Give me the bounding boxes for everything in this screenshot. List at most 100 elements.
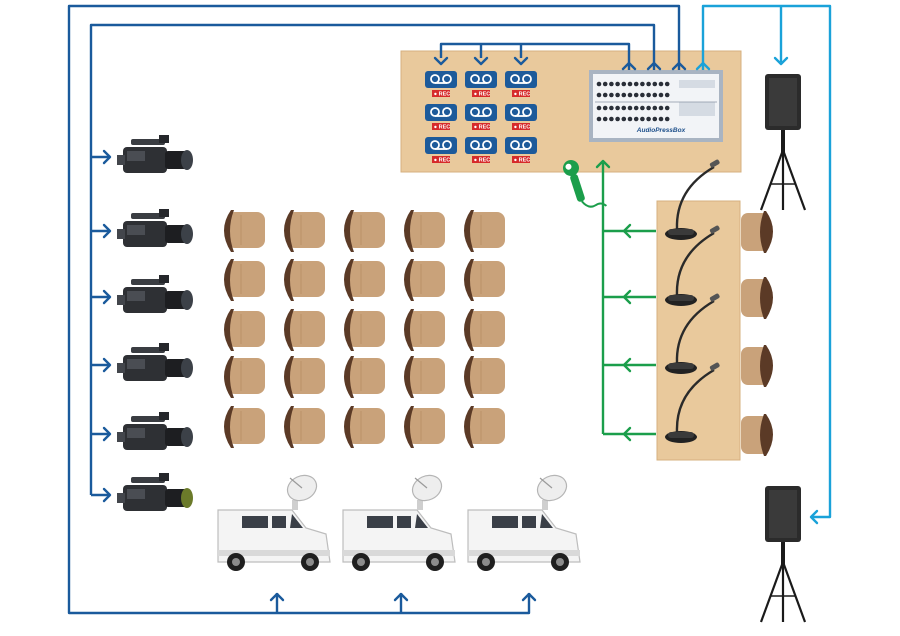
xlr-jack (658, 81, 664, 87)
audience-chair (464, 259, 505, 301)
audience-chair (404, 210, 445, 252)
camera-lens (181, 150, 193, 170)
recorder: ● REC (505, 71, 537, 98)
xlr-jack (602, 105, 608, 111)
rec-badge-label: ● REC (474, 125, 490, 131)
audience-chair (344, 406, 385, 448)
xlr-jack (633, 105, 639, 111)
mic-head (709, 159, 720, 168)
xlr-jack (658, 116, 664, 122)
panel-chair (741, 277, 773, 319)
van-window (242, 516, 268, 528)
chair-back (284, 259, 294, 301)
van-hub (431, 558, 439, 566)
speaker-grille (769, 490, 797, 538)
arrow-head (102, 487, 112, 503)
rec-badge-label: ● REC (474, 158, 490, 164)
arrow-head (622, 289, 632, 305)
audience-chair (344, 309, 385, 351)
xlr-jack (652, 116, 658, 122)
recorder-body (505, 71, 537, 88)
arrow-head (671, 61, 687, 71)
arrow-head (393, 592, 409, 602)
arrow-head (102, 357, 112, 373)
van-hub (306, 558, 314, 566)
camera-panel (127, 359, 145, 369)
video-camera-icon (117, 135, 193, 173)
stand-pole (781, 542, 785, 566)
chair-seat (407, 408, 445, 444)
van-trim (468, 550, 580, 556)
chair-back (404, 406, 414, 448)
xlr-jack (658, 92, 664, 98)
mic-gooseneck (675, 368, 715, 433)
panel-chair (741, 211, 773, 253)
chair-seat (287, 408, 325, 444)
dish-mount (542, 500, 548, 510)
arrow-head (622, 426, 632, 442)
audience-chair (464, 356, 505, 398)
audience-chair (344, 259, 385, 301)
xlr-jack (664, 105, 670, 111)
audience-chair (284, 406, 325, 448)
rec-badge-label: ● REC (514, 125, 530, 131)
van-window (492, 516, 518, 528)
mic-base-top (668, 295, 694, 301)
chair-seat (227, 261, 265, 297)
audience-chair (464, 406, 505, 448)
chair-back (404, 309, 414, 351)
xlr-jack (646, 81, 651, 87)
press-box: ● REC● REC● REC● REC● REC● REC● REC● REC… (400, 50, 742, 173)
chair-back (344, 406, 354, 448)
chair-back (284, 210, 294, 252)
audience-chair (224, 210, 265, 252)
chair-seat (287, 358, 325, 394)
camera-handle (131, 213, 165, 219)
audience-chair (284, 356, 325, 398)
recorder-body (505, 104, 537, 121)
xlr-jack (664, 92, 670, 98)
stand-pole (781, 130, 785, 154)
chair-back (760, 414, 773, 456)
camera-panel (127, 489, 145, 499)
rec-badge-label: ● REC (434, 92, 450, 98)
recorder: ● REC (465, 137, 497, 164)
chair-seat (407, 212, 445, 248)
mic-feed-wiring (595, 159, 656, 442)
rec-badge (432, 90, 450, 97)
xlr-jack (658, 105, 664, 111)
arrow-head (102, 223, 112, 239)
chair-back (760, 345, 773, 387)
chair-back (760, 277, 773, 319)
van-hub (357, 558, 365, 566)
xlr-jack (621, 81, 627, 87)
camera-lens (181, 224, 193, 244)
xlr-jack (633, 92, 639, 98)
audience-chair (284, 259, 325, 301)
panel-chair (741, 345, 773, 387)
audience-chair (464, 210, 505, 252)
xlr-jack (652, 92, 658, 98)
xlr-jack (602, 81, 608, 87)
camera-viewfinder (117, 155, 125, 165)
xlr-jack (633, 81, 639, 87)
chair-back (344, 259, 354, 301)
dish-feed (289, 477, 303, 489)
camera-handle (131, 347, 165, 353)
chair-seat (347, 408, 385, 444)
xlr-jack (664, 116, 670, 122)
pa-speaker-icon (759, 74, 807, 211)
xlr-jack (640, 92, 645, 98)
satellite-van-icon (467, 474, 581, 571)
xlr-jack (627, 81, 633, 87)
chair-seat (227, 358, 265, 394)
audience-chair (224, 406, 265, 448)
chair-back (760, 211, 773, 253)
camera-lens-barrel (165, 291, 187, 309)
mic-gooseneck (675, 165, 715, 230)
van-trim (343, 550, 455, 556)
arrow-head (102, 289, 112, 305)
camera-lens-barrel (165, 489, 187, 507)
speaker-feed-wiring (695, 4, 832, 525)
